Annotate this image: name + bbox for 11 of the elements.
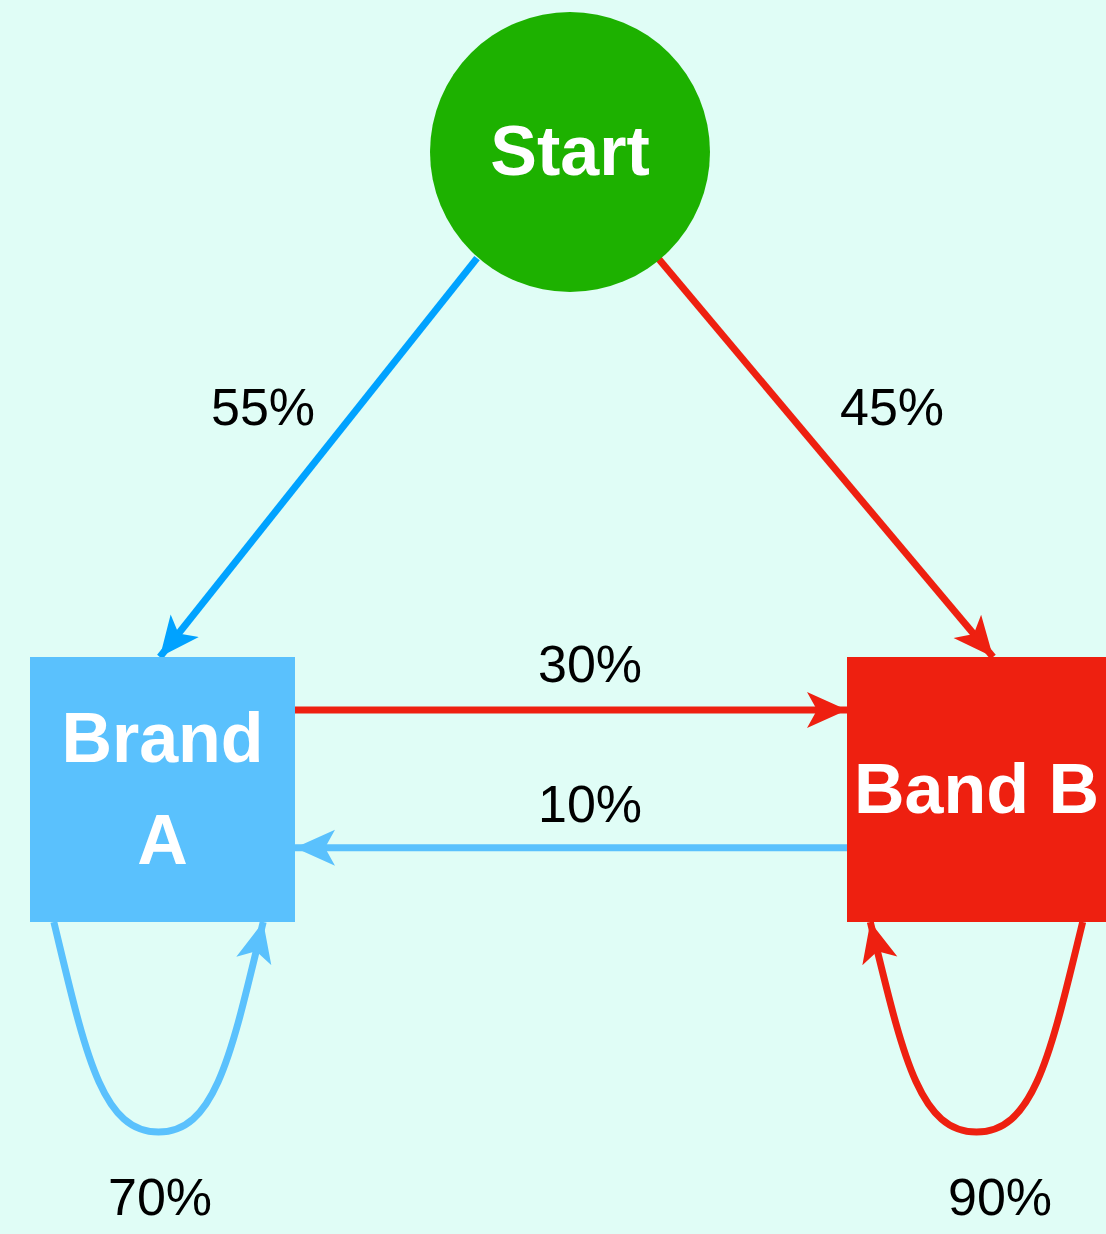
node-label: Brand A bbox=[60, 698, 265, 881]
arrow bbox=[295, 829, 847, 866]
arrow bbox=[655, 255, 996, 660]
node-label: Band B bbox=[854, 748, 1099, 830]
arrow bbox=[157, 255, 480, 660]
arrow bbox=[50, 921, 272, 1136]
state-box bbox=[847, 657, 1106, 922]
arrow bbox=[862, 921, 1087, 1136]
state-box bbox=[30, 657, 295, 922]
node-label: Start bbox=[490, 111, 650, 193]
arrow bbox=[295, 692, 847, 728]
